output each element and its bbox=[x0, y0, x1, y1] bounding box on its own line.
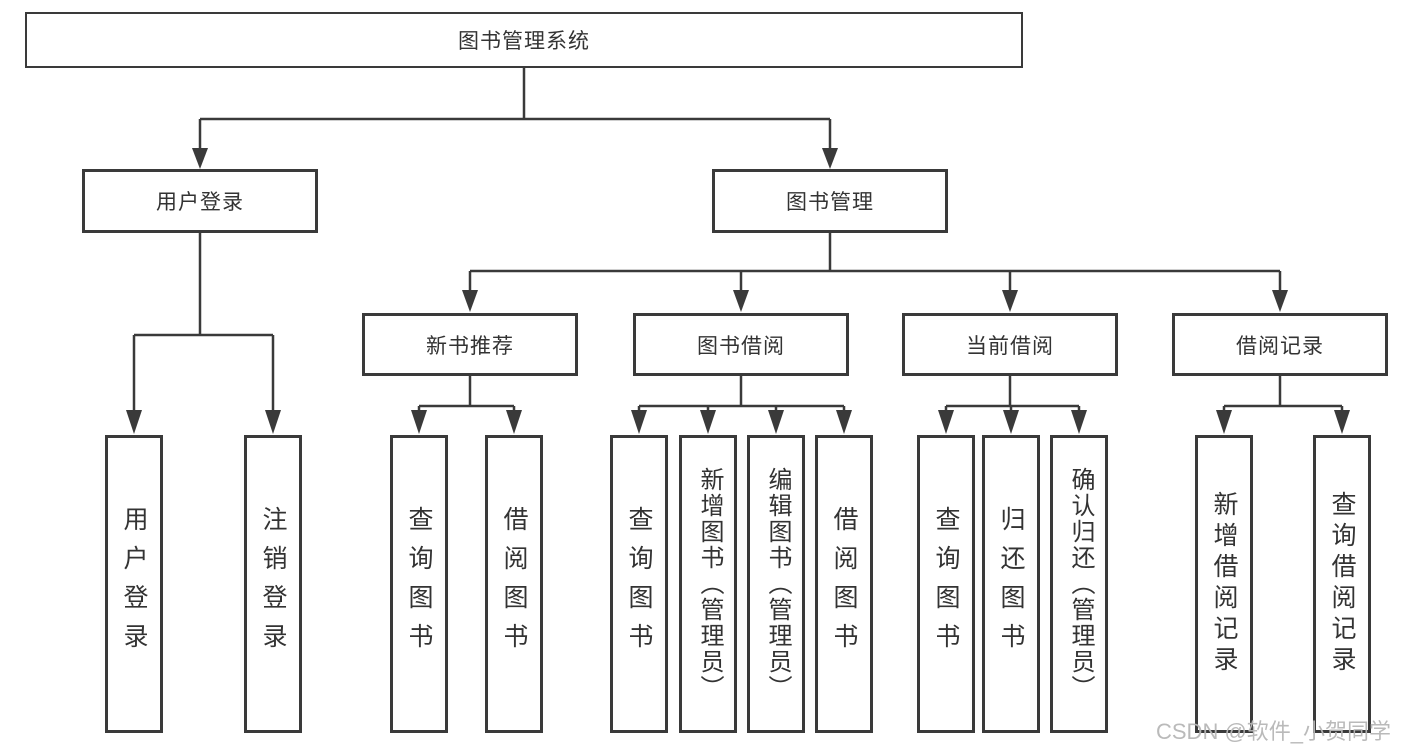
node-book-management: 图书管理 bbox=[712, 169, 948, 233]
node-br-add-record: 新增借阅记录 bbox=[1195, 435, 1253, 733]
node-leaf-logout: 注销登录 bbox=[244, 435, 302, 733]
node-bb-edit-books-admin: 编辑图书（管理员） bbox=[747, 435, 805, 733]
node-bb-add-books-admin: 新增图书（管理员） bbox=[679, 435, 737, 733]
watermark: CSDN @软件_小贺同学 bbox=[1156, 719, 1392, 744]
node-leaf-user-login: 用户登录 bbox=[105, 435, 163, 733]
node-borrowing-records: 借阅记录 bbox=[1172, 313, 1388, 376]
node-book-borrowing: 图书借阅 bbox=[633, 313, 849, 376]
node-bb-borrow-books: 借阅图书 bbox=[815, 435, 873, 733]
node-bb-query-books: 查询图书 bbox=[610, 435, 668, 733]
node-cb-confirm-return-admin: 确认归还（管理员） bbox=[1050, 435, 1108, 733]
node-rec-borrow-books: 借阅图书 bbox=[485, 435, 543, 733]
node-library-management-system: 图书管理系统 bbox=[25, 12, 1023, 68]
node-cb-return-books: 归还图书 bbox=[982, 435, 1040, 733]
arrowheads bbox=[126, 148, 1350, 434]
node-cb-query-books: 查询图书 bbox=[917, 435, 975, 733]
node-user-login: 用户登录 bbox=[82, 169, 318, 233]
node-rec-query-books: 查询图书 bbox=[390, 435, 448, 733]
node-current-borrowing: 当前借阅 bbox=[902, 313, 1118, 376]
node-br-query-record: 查询借阅记录 bbox=[1313, 435, 1371, 733]
node-new-book-recommendation: 新书推荐 bbox=[362, 313, 578, 376]
